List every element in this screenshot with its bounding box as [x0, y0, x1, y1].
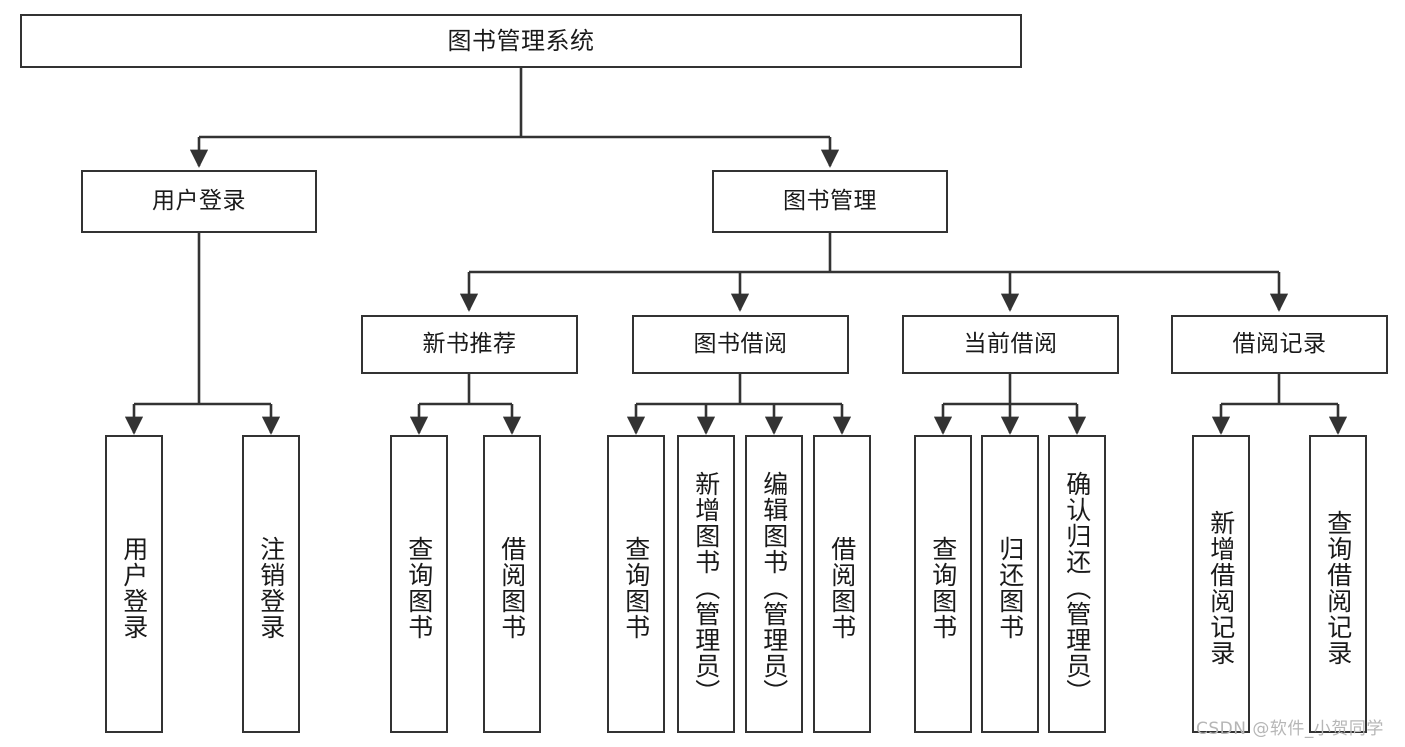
node-label: 新增图书（管理员） — [691, 471, 721, 705]
node-label: 查询图书 — [928, 536, 958, 640]
node-root-book-management-system[interactable]: 图书管理系统 — [20, 14, 1022, 68]
leaf-edit-book-admin[interactable]: 编辑图书（管理员） — [745, 435, 803, 733]
csdn-watermark: CSDN @软件_小贺同学 — [1196, 719, 1384, 739]
node-label: 借阅记录 — [1232, 330, 1327, 357]
leaf-query-book-borrow[interactable]: 查询图书 — [607, 435, 665, 733]
node-label: 查询图书 — [621, 536, 651, 640]
node-current-borrow[interactable]: 当前借阅 — [902, 315, 1119, 374]
node-label: 查询借阅记录 — [1323, 510, 1353, 666]
node-borrow-records[interactable]: 借阅记录 — [1171, 315, 1388, 374]
leaf-user-login[interactable]: 用户登录 — [105, 435, 163, 733]
leaf-query-book-newbook[interactable]: 查询图书 — [390, 435, 448, 733]
node-label: 图书管理系统 — [447, 26, 595, 55]
leaf-borrow-book[interactable]: 借阅图书 — [813, 435, 871, 733]
node-label: 借阅图书 — [827, 536, 857, 640]
node-label: 编辑图书（管理员） — [759, 471, 789, 705]
node-label: 用户登录 — [119, 536, 149, 640]
leaf-confirm-return-admin[interactable]: 确认归还（管理员） — [1048, 435, 1106, 733]
leaf-add-borrow-record[interactable]: 新增借阅记录 — [1192, 435, 1250, 733]
node-book-borrow[interactable]: 图书借阅 — [632, 315, 849, 374]
node-book-management[interactable]: 图书管理 — [712, 170, 948, 233]
leaf-query-book-current[interactable]: 查询图书 — [914, 435, 972, 733]
node-label: 注销登录 — [256, 536, 286, 640]
node-label: 新增借阅记录 — [1206, 510, 1236, 666]
leaf-return-book[interactable]: 归还图书 — [981, 435, 1039, 733]
leaf-query-borrow-record[interactable]: 查询借阅记录 — [1309, 435, 1367, 733]
leaf-borrow-book-newbook[interactable]: 借阅图书 — [483, 435, 541, 733]
node-label: 查询图书 — [404, 536, 434, 640]
node-label: 借阅图书 — [497, 536, 527, 640]
node-label: 图书管理 — [783, 187, 877, 214]
node-label: 当前借阅 — [963, 330, 1058, 357]
leaf-add-book-admin[interactable]: 新增图书（管理员） — [677, 435, 735, 733]
node-new-book-recommend[interactable]: 新书推荐 — [361, 315, 578, 374]
node-label: 确认归还（管理员） — [1062, 471, 1092, 705]
leaf-logout[interactable]: 注销登录 — [242, 435, 300, 733]
node-user-login[interactable]: 用户登录 — [81, 170, 317, 233]
node-label: 新书推荐 — [422, 330, 517, 357]
node-label: 归还图书 — [995, 536, 1025, 640]
node-label: 用户登录 — [152, 187, 246, 214]
node-label: 图书借阅 — [693, 330, 788, 357]
